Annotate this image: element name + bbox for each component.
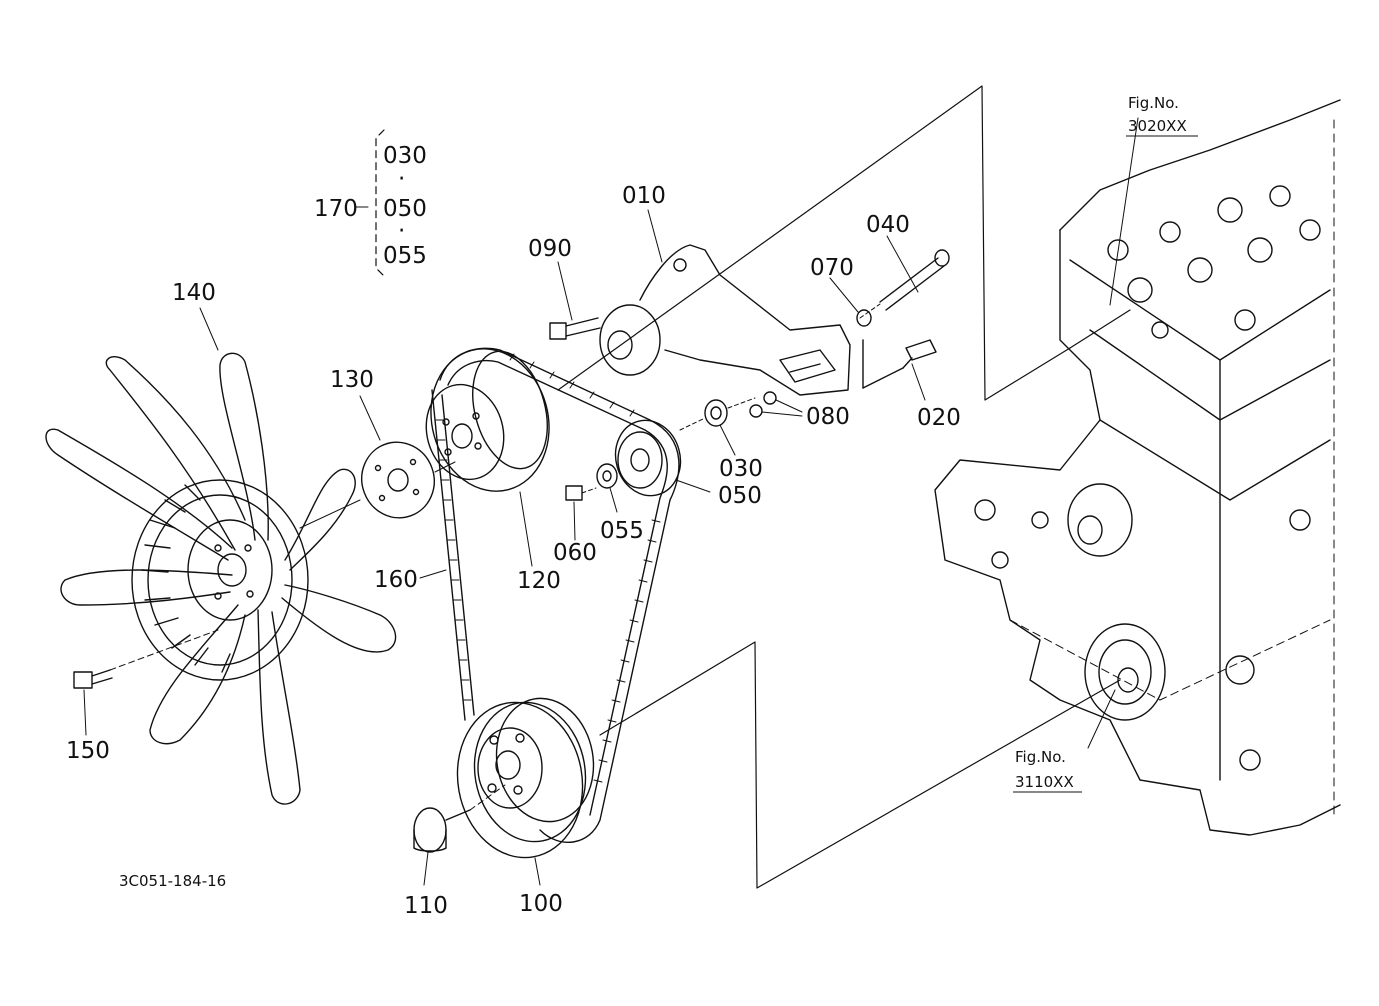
callout-060: 060: [553, 540, 597, 566]
fig-ref-upper-label: Fig.No.: [1128, 94, 1179, 112]
callout-140: 140: [172, 280, 216, 306]
crank-pulley: [456, 697, 595, 859]
tension-pulley: [614, 419, 682, 497]
callout-130: 130: [330, 367, 374, 393]
spacer-collar: [679, 397, 756, 431]
callout-110: 110: [404, 893, 448, 919]
drawing-id: 3C051-184-16: [119, 872, 226, 890]
fan-pulley: [425, 348, 550, 492]
callout-090: 090: [528, 236, 572, 262]
nuts-080: [749, 391, 777, 418]
group-bracket: [375, 129, 385, 277]
tension-bracket: [599, 244, 851, 396]
callout-150: 150: [66, 738, 110, 764]
idler-nut: [565, 485, 597, 501]
callout-050: 050: [718, 483, 762, 509]
idler-collar: [596, 463, 618, 489]
group-separator-2: ·: [398, 218, 405, 244]
callout-010: 010: [622, 183, 666, 209]
group-member-055: 055: [383, 243, 427, 269]
callout-070: 070: [810, 255, 854, 281]
callout-055: 055: [600, 518, 644, 544]
engine-block: [934, 99, 1341, 836]
fan-bolt: [73, 629, 219, 689]
crank-bolt: [413, 784, 506, 853]
callout-040: 040: [866, 212, 910, 238]
washer-070: [856, 309, 872, 327]
callout-120: 120: [517, 568, 561, 594]
group-label-170: 170: [314, 196, 358, 222]
fig-ref-lower-label: Fig.No.: [1015, 748, 1066, 766]
v-belt: [431, 347, 680, 844]
callout-030: 030: [719, 456, 763, 482]
fig-ref-underlines: [1013, 135, 1198, 793]
fig-ref-upper-code: 3020XX: [1128, 117, 1187, 135]
callout-080: 080: [806, 404, 850, 430]
reference-frame-lower: [599, 641, 1121, 889]
group-member-030: 030: [383, 143, 427, 169]
callout-labels: 010 020 030 040 050 055 060 070 080 090 …: [66, 94, 1187, 919]
reference-frame-upper: [557, 85, 1131, 401]
fan-spacer: [299, 441, 456, 529]
group-separator-1: ·: [398, 166, 405, 192]
callout-160: 160: [374, 567, 418, 593]
bolt-090: [549, 317, 601, 340]
leader-lines: [83, 117, 1139, 886]
callout-020: 020: [917, 405, 961, 431]
group-member-050: 050: [383, 196, 427, 222]
callout-100: 100: [519, 891, 563, 917]
bolt-040: [859, 249, 950, 319]
bolt-020: [862, 339, 937, 389]
cooling-fan: [45, 352, 397, 805]
fig-ref-lower-code: 3110XX: [1015, 773, 1074, 791]
